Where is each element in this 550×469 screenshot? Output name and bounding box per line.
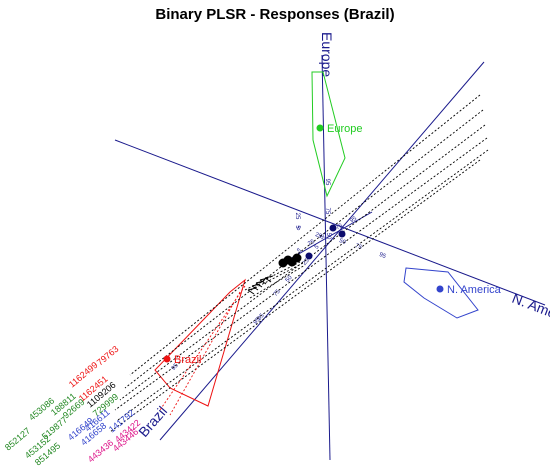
axis-tick-label: 5 xyxy=(297,247,303,254)
response-ray xyxy=(129,94,481,376)
axis-centre-point xyxy=(329,224,337,232)
axis-tick-label: 25 xyxy=(302,257,311,266)
arrow-head xyxy=(247,287,257,295)
axis-line-2 xyxy=(114,139,546,306)
response-ray xyxy=(109,159,481,433)
sample-point xyxy=(292,253,302,263)
chart-title: Binary PLSR - Responses (Brazil) xyxy=(155,6,394,23)
regions-layer xyxy=(154,71,479,407)
axis-tick-label: 50 xyxy=(325,233,331,240)
axis-tick-label: 75 xyxy=(324,208,330,215)
region-brazil xyxy=(154,278,246,407)
points-layer xyxy=(163,124,444,363)
response-ray xyxy=(114,137,488,411)
axis-tick-label: 75 xyxy=(335,223,344,232)
axis-centre-point xyxy=(338,230,346,238)
axis-tick-label: 95 xyxy=(253,316,262,325)
axis-tick-label: 50 xyxy=(285,274,294,283)
centroid-europe xyxy=(316,124,324,132)
response-ray xyxy=(249,264,306,299)
response-ray xyxy=(124,109,484,389)
axis-tick-label: 25 xyxy=(314,232,323,240)
axis-label-2: N. America xyxy=(510,290,550,330)
axis-line-1 xyxy=(321,54,331,461)
arrow-head xyxy=(264,275,274,283)
axis-tick-label: 95 xyxy=(171,362,180,371)
axis-tick-label: 95 xyxy=(378,252,387,260)
centroid-n-america xyxy=(436,285,444,293)
axis-tick-label: 95 xyxy=(324,179,330,186)
rays-layer xyxy=(109,94,489,433)
centroid-brazil xyxy=(163,355,171,363)
axis-centre-point xyxy=(305,252,313,260)
axis-tick-label: 5 xyxy=(294,225,300,229)
region-europe xyxy=(311,71,346,198)
response-ray xyxy=(117,149,489,421)
axis-tick-label: 75 xyxy=(273,288,282,297)
region-n-america xyxy=(403,267,479,319)
arrow-head xyxy=(259,277,269,285)
axis-tick-label: 5 xyxy=(314,244,321,251)
response-ray xyxy=(169,291,241,416)
group-label-europe: Europe xyxy=(327,123,362,135)
group-label-brazil: Brazil xyxy=(174,354,202,366)
axis-tick-label: 5 xyxy=(296,226,302,233)
axis-label-1: Europe xyxy=(319,32,335,77)
response-ray xyxy=(254,261,306,289)
axis-tick-label: 95 xyxy=(349,216,358,225)
axis-tick-label: 75 xyxy=(354,243,363,251)
axis-line-4 xyxy=(287,211,373,261)
axis-tick-label: 25 xyxy=(294,213,300,220)
response-ray xyxy=(159,285,246,411)
axis-tick-label: 50 xyxy=(319,233,328,242)
axis-tick-label: 95 xyxy=(257,312,266,321)
axis-tick-label: 50 xyxy=(338,238,347,246)
sample-label: 79763 xyxy=(95,344,121,368)
response-ray xyxy=(119,124,486,401)
axis-line-3 xyxy=(159,61,485,441)
group-label-n-america: N. America xyxy=(447,284,502,296)
